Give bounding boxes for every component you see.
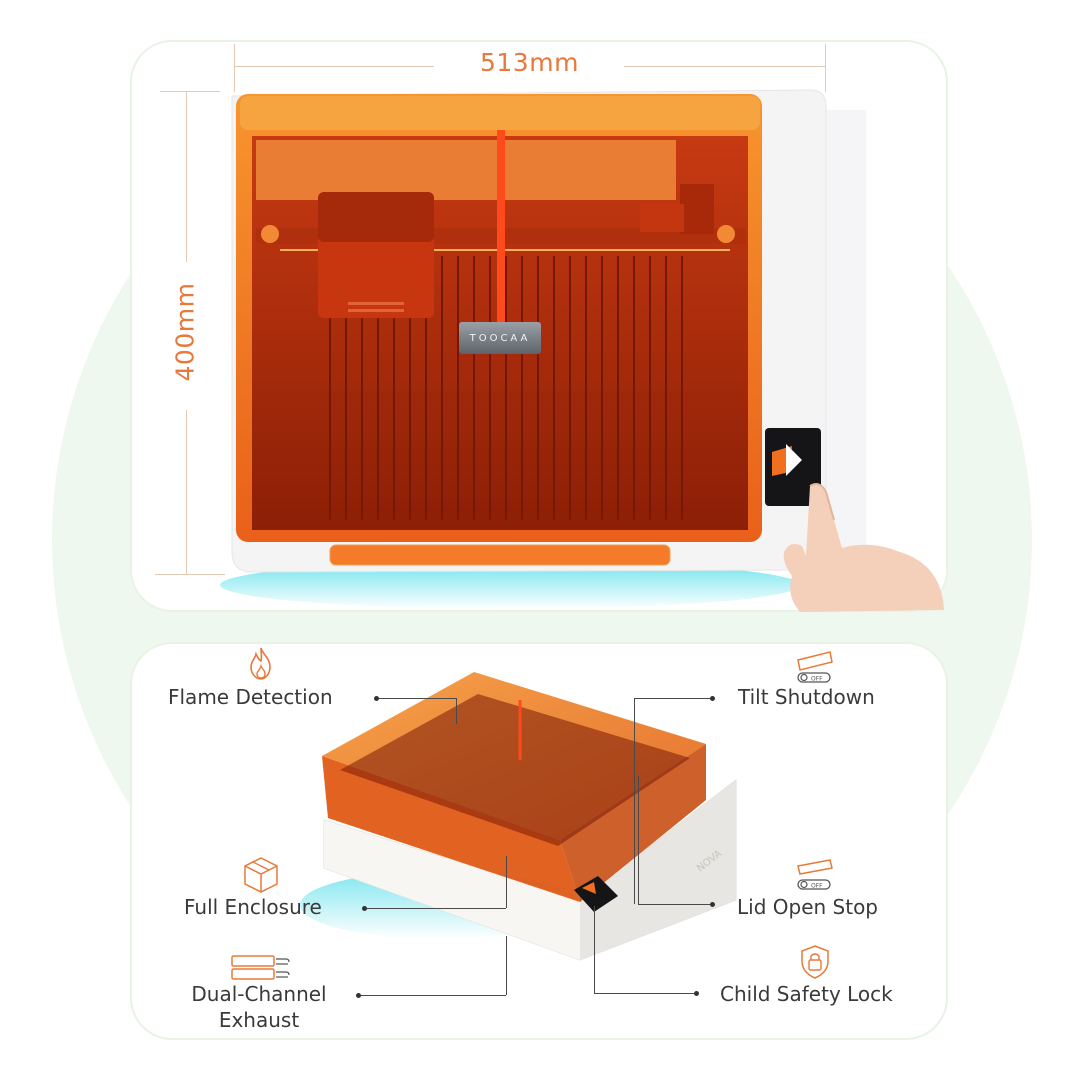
leader-flame-down <box>456 698 457 724</box>
svg-text:OFF: OFF <box>811 676 823 683</box>
feature-child-safety-lock: Child Safety Lock <box>720 982 893 1006</box>
width-tick-left <box>234 44 235 92</box>
dot-exhaust <box>356 993 361 998</box>
leader-enclosure-up <box>506 856 507 908</box>
leader-tilt-down <box>634 698 635 904</box>
height-dimension-line-top <box>186 92 187 262</box>
exhaust-icon <box>231 955 290 980</box>
leader-flame <box>378 698 456 699</box>
lid-switch-icon: OFF <box>797 859 833 890</box>
dot-enclosure <box>362 906 367 911</box>
leader-exhaust <box>360 995 506 996</box>
leader-lidstop <box>638 904 714 905</box>
leader-exhaust-up <box>506 936 507 995</box>
leader-lidstop-up <box>638 776 639 904</box>
dot-lidstop <box>710 902 715 907</box>
height-tick-top <box>160 91 220 92</box>
tilt-switch-icon: OFF <box>797 651 833 683</box>
width-dimension-label: 513mm <box>480 48 579 77</box>
width-dimension-line-right <box>624 66 826 67</box>
width-dimension-line-left <box>234 66 434 67</box>
height-tick-bottom <box>155 574 225 575</box>
svg-text:OFF: OFF <box>811 883 823 890</box>
feature-tilt-shutdown: Tilt Shutdown <box>738 685 875 709</box>
laser-engraver-isometric-view: NOVA <box>300 672 737 961</box>
dot-tilt <box>710 696 715 701</box>
height-dimension-line-bottom <box>186 410 187 574</box>
leader-tilt <box>634 698 714 699</box>
feature-dual-channel-exhaust: Dual-Channel Exhaust <box>182 981 336 1033</box>
flame-icon <box>250 647 271 680</box>
shield-lock-icon <box>801 945 829 979</box>
dot-childlock <box>694 991 699 996</box>
feature-dual-channel-exhaust-line1: Dual-Channel <box>191 982 327 1006</box>
feature-lid-open-stop: Lid Open Stop <box>737 895 878 919</box>
feature-full-enclosure: Full Enclosure <box>184 895 322 919</box>
feature-flame-detection: Flame Detection <box>168 685 333 709</box>
laser-engraver-front-view <box>220 89 944 612</box>
leader-enclosure <box>366 908 506 909</box>
feature-dual-channel-exhaust-line2: Exhaust <box>218 1008 300 1032</box>
box-icon <box>244 857 278 893</box>
dot-flame <box>374 696 379 701</box>
leader-childlock <box>594 993 698 994</box>
front-logo-plate: TOOCAA <box>459 322 541 354</box>
width-tick-right <box>825 44 826 92</box>
leader-childlock-up <box>594 906 595 993</box>
